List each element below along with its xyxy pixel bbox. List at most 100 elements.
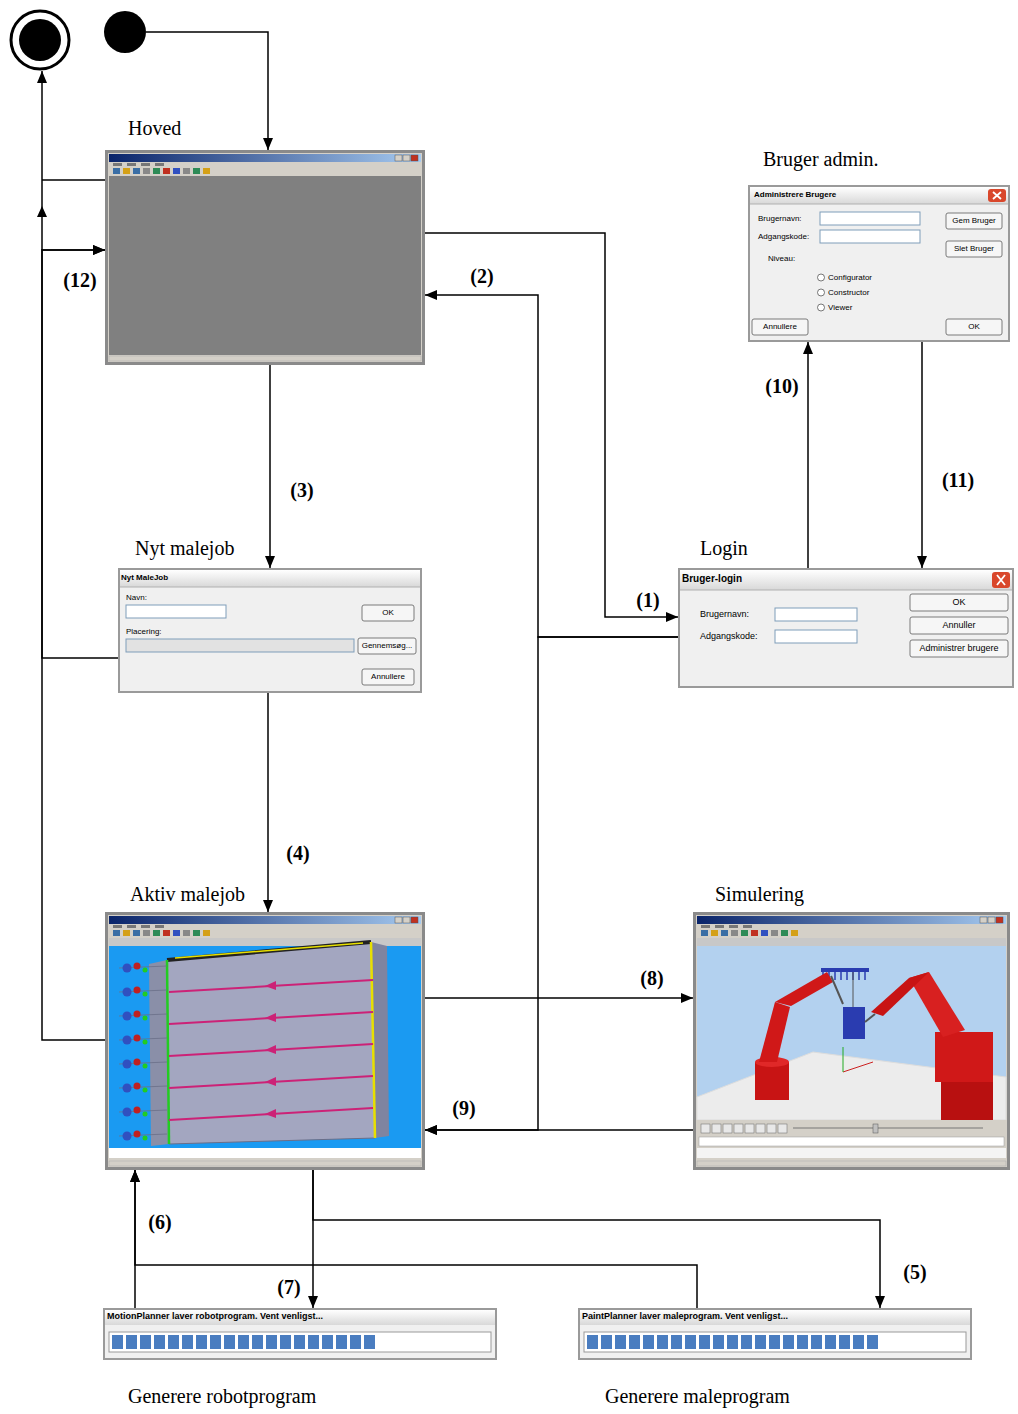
exit-arrow	[41, 71, 43, 250]
toolbar-icon	[741, 930, 748, 936]
robot-body	[935, 1032, 993, 1082]
dialog-frame	[579, 1309, 971, 1359]
ui-text: Configurator	[828, 271, 908, 284]
title-bar	[697, 916, 1006, 924]
progress-block	[350, 1335, 361, 1349]
progress-block	[755, 1335, 766, 1349]
ui-text: PaintPlanner laver maleprogram. Vent ven…	[582, 1309, 968, 1324]
progress-block	[294, 1335, 305, 1349]
exit-line	[42, 179, 105, 181]
menu-item	[729, 925, 738, 928]
paint-tool	[143, 1064, 148, 1069]
path-arrow	[265, 981, 276, 990]
transition-arrow	[425, 637, 678, 1130]
dialog-title	[120, 570, 420, 587]
ui-text: Gennemsøg...	[358, 638, 416, 654]
paint-tool	[123, 1084, 132, 1093]
dialog-title	[105, 1310, 495, 1325]
window-button	[403, 155, 410, 161]
callout-number: (6)	[146, 1210, 173, 1234]
paint-tool	[134, 963, 141, 970]
player-button	[756, 1124, 765, 1133]
window-heading: Aktiv malejob	[130, 882, 245, 906]
player-button	[734, 1124, 743, 1133]
progress-block	[853, 1335, 864, 1349]
progress-block	[238, 1335, 249, 1349]
screen-window: Simulering	[693, 912, 1010, 1170]
progress-block	[224, 1335, 235, 1349]
progress-block	[839, 1335, 850, 1349]
window-button	[395, 917, 402, 923]
progress-block	[308, 1335, 319, 1349]
dialog-title	[580, 1310, 970, 1325]
callout-number: (10)	[763, 374, 800, 398]
toolbar-icon	[113, 168, 120, 174]
paint-tool	[134, 1059, 141, 1066]
window-button	[980, 917, 987, 923]
time-slider	[793, 1128, 983, 1129]
radio-button	[818, 304, 825, 311]
callout-number: (12)	[61, 268, 98, 292]
paint-tool	[134, 1011, 141, 1018]
input-field	[775, 608, 857, 621]
status-bar	[697, 1161, 1006, 1166]
screen-window: Aktiv malejob	[105, 912, 425, 1170]
toolbar-icon	[143, 930, 150, 936]
rack-tooth	[864, 972, 866, 980]
progress-block	[182, 1335, 193, 1349]
push-button	[910, 640, 1008, 657]
progress-block	[280, 1335, 291, 1349]
ui-text: OK	[910, 594, 1008, 611]
menu-item	[155, 163, 164, 166]
hanger	[853, 972, 854, 1007]
toolbar-icon	[133, 930, 140, 936]
paint-tool	[123, 1132, 132, 1141]
window-frame	[107, 914, 424, 1169]
menu-item	[743, 925, 752, 928]
transition-arrow	[313, 1170, 880, 1308]
ui-text: Navn:	[126, 591, 176, 604]
window-frame	[107, 152, 424, 364]
input-field	[775, 630, 857, 643]
transition-arrow	[312, 1170, 314, 1308]
menu-item	[141, 163, 150, 166]
ui-text: Nyt MaleJob	[121, 570, 281, 585]
screen-window: Nyt malejobNyt MaleJobNavn:OKPlacering:G…	[118, 568, 422, 693]
ui-text: Annuller	[910, 617, 1008, 634]
progress-block	[713, 1335, 724, 1349]
menu-item	[127, 925, 136, 928]
transition-arrow	[425, 295, 678, 637]
close-button	[988, 189, 1006, 202]
path-arrow	[265, 1013, 276, 1022]
robot-base	[941, 1080, 993, 1120]
ui-text: Bruger-login	[682, 570, 842, 588]
ui-text: OK	[362, 605, 414, 621]
plate-side	[149, 960, 169, 1146]
push-button	[362, 669, 414, 685]
progress-block	[867, 1335, 878, 1349]
progress-block	[140, 1335, 151, 1349]
view-footer	[109, 1148, 421, 1158]
callout-number: (4)	[284, 841, 311, 865]
callout-number: (1)	[634, 588, 661, 612]
info-field	[699, 1137, 1004, 1146]
ui-text: Adgangskode:	[700, 629, 772, 643]
slider-thumb	[873, 1124, 878, 1133]
ui-text: Adgangskode:	[758, 230, 820, 243]
player-button	[723, 1124, 732, 1133]
paint-tool	[143, 992, 148, 997]
player-button	[778, 1124, 787, 1133]
window-button	[395, 155, 402, 161]
toolbar-icon	[731, 930, 738, 936]
rack	[821, 968, 869, 972]
toolbar-icon	[163, 168, 170, 174]
push-button	[910, 594, 1008, 611]
paint-tool	[134, 1035, 141, 1042]
plate-edge	[167, 942, 371, 960]
window-button	[403, 917, 410, 923]
toolbar-icon	[153, 168, 160, 174]
window-heading: Login	[700, 536, 748, 560]
toolbar-icon	[791, 930, 798, 936]
push-button	[358, 638, 416, 654]
push-button	[946, 241, 1002, 257]
